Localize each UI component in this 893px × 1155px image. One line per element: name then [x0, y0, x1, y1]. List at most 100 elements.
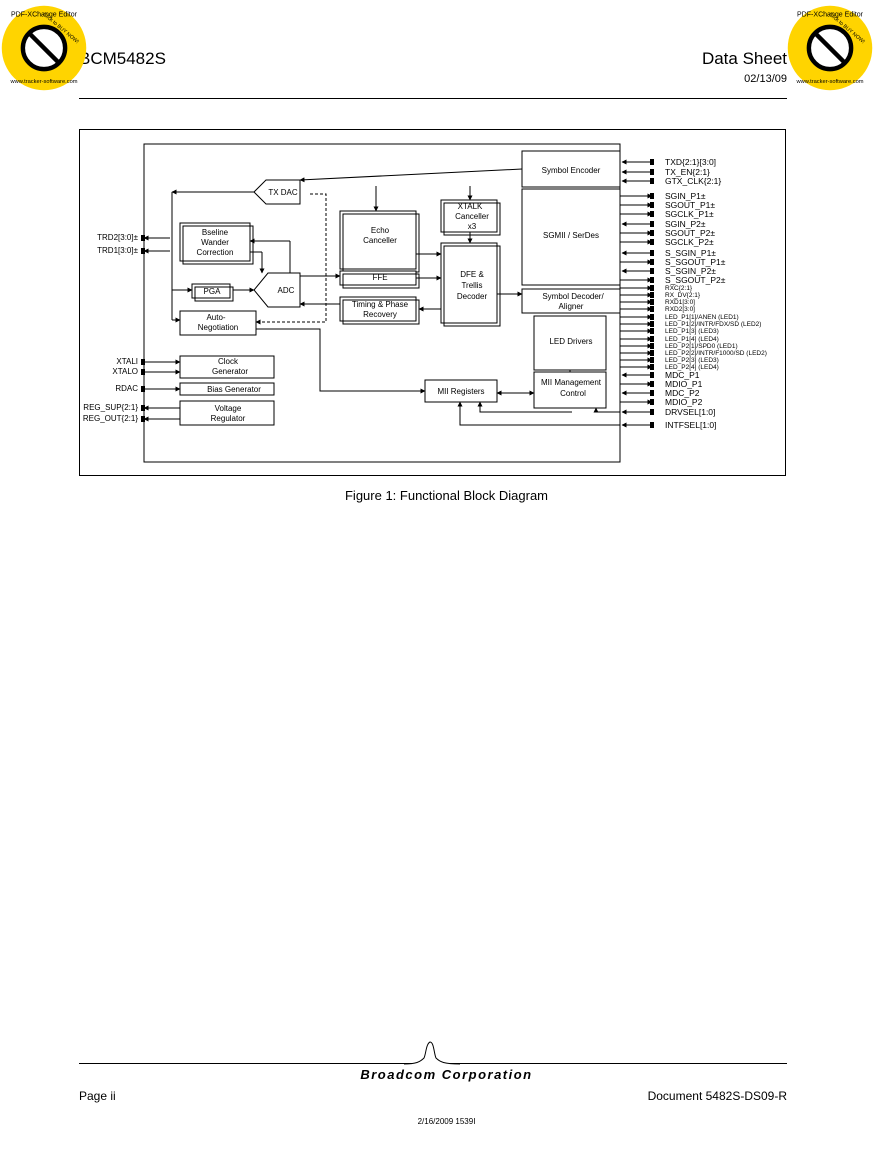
symbol-encoder-label: Symbol Encoder	[542, 166, 601, 175]
broadcom-logo-pulse	[404, 1041, 460, 1065]
xtalk-label-2: Canceller	[455, 212, 489, 221]
dfe-label-3: Decoder	[457, 292, 488, 301]
ffe-label: FFE	[372, 273, 387, 282]
timing-recovery-block	[339, 296, 417, 322]
right-pin-small-6: LED_P1[3] (LED3)	[665, 328, 719, 335]
right-pin-bottom-5: INTFSEL[1:0]	[665, 420, 717, 430]
right-pin-large-3: SGIN_P1±	[665, 191, 706, 201]
document-date: 02/13/09	[744, 73, 787, 85]
clock-label-1: Clock	[218, 357, 239, 366]
right-pin-small-1: RX_DV{2:1}	[665, 292, 701, 299]
figure-frame	[79, 129, 786, 476]
footer-page: Page ii	[79, 1089, 116, 1103]
pga-label: PGA	[204, 287, 222, 296]
sgmii-label: SGMII / SerDes	[543, 231, 599, 240]
right-pin-small-8: LED_P2[1]/SPD0 (LED1)	[665, 343, 738, 350]
right-pin-large-10: S_SGOUT_P1±	[665, 257, 726, 267]
right-pin-bottom-3: MDIO_P2	[665, 397, 703, 407]
pin-reg-out: REG_OUT{2:1}	[83, 414, 138, 423]
dfe-label-2: Trellis	[461, 281, 482, 290]
bias-label: Bias Generator	[207, 385, 261, 394]
functional-block-diagram: Symbol Encoder TX DAC Echo Canceller XTA…	[83, 143, 767, 463]
badge-bottom-text: www.tracker-software.com	[795, 79, 863, 85]
footer-document-number: Document 5482S-DS09-R	[647, 1089, 787, 1103]
mii-mgmt-label-2: Control	[560, 389, 586, 398]
bseline-label-2: Wander	[201, 238, 229, 247]
echo-label-1: Echo	[371, 226, 390, 235]
buy-now-badge-left[interactable]: PDF-XChange Editor www.tracker-software.…	[0, 4, 88, 92]
tx-dac-label: TX DAC	[268, 188, 298, 197]
badge-top-text: PDF-XChange Editor	[797, 11, 864, 18]
mii-management-block	[533, 371, 607, 409]
voltage-label-1: Voltage	[215, 404, 242, 413]
right-pin-small-7: LED_P1[4] (LED4)	[665, 336, 719, 343]
voltage-regulator-block	[179, 400, 275, 426]
clock-generator-block	[179, 355, 275, 379]
right-pin-small-0: RXC{2:1}	[665, 285, 693, 292]
right-pin-large-9: S_SGIN_P1±	[665, 248, 716, 258]
mii-registers-label: MII Registers	[437, 387, 484, 396]
right-pin-large-2: GTX_CLK{2:1}	[665, 176, 721, 186]
mii-mgmt-label-1: MII Management	[541, 378, 602, 387]
right-pin-bottom-4: DRVSEL[1:0]	[665, 407, 715, 417]
right-pin-large-8: SGCLK_P2±	[665, 237, 714, 247]
footer-brand: Broadcom Corporation	[360, 1067, 533, 1082]
right-pin-small-3: RXD2[3:0]	[665, 306, 695, 313]
header-rule	[79, 98, 787, 99]
right-pin-small-5: LED_P1[2]/INTR/FDX/SD (LED2)	[665, 321, 761, 328]
right-pin-small-4: LED_P1[1]/ANEN (LED1)	[665, 314, 739, 321]
right-pin-small-11: LED_P2[4] (LED4)	[665, 364, 719, 371]
badge-top-text: PDF-XChange Editor	[11, 11, 78, 18]
xtalk-canceller-block	[440, 199, 498, 233]
right-pin-large-11: S_SGIN_P2±	[665, 266, 716, 276]
auto-neg-label-2: Negotiation	[198, 323, 238, 332]
pin-trd2: TRD2[3:0]±	[97, 233, 138, 242]
pin-xtali: XTALI	[116, 357, 138, 366]
footer-print-stamp: 2/16/2009 1539I	[417, 1117, 476, 1126]
right-pin-large-12: S_SGOUT_P2±	[665, 275, 726, 285]
figure-caption: Figure 1: Functional Block Diagram	[344, 488, 549, 503]
tx-dac-block	[253, 179, 301, 205]
adc-block	[253, 272, 301, 308]
right-pin-large-5: SGCLK_P1±	[665, 209, 714, 219]
bseline-label-3: Correction	[197, 248, 234, 257]
sgmii-serdes-block	[521, 188, 621, 286]
pin-reg-sup: REG_SUP{2:1}	[83, 403, 138, 412]
right-pin-small-10: LED_P2[3] (LED3)	[665, 357, 719, 364]
echo-canceller-block	[339, 210, 417, 270]
echo-label-2: Canceller	[363, 236, 397, 245]
buy-now-badge-right[interactable]: PDF-XChange Editor www.tracker-software.…	[786, 4, 874, 92]
right-pin-bottom-2: MDC_P2	[665, 388, 700, 398]
right-pin-bottom-1: MDIO_P1	[665, 379, 703, 389]
document-title: BCM5482S	[79, 49, 166, 68]
symbol-decoder-label-2: Aligner	[559, 302, 584, 311]
clock-label-2: Generator	[212, 367, 248, 376]
right-pin-bottom-0: MDC_P1	[665, 370, 700, 380]
right-pin-large-7: SGOUT_P2±	[665, 228, 715, 238]
led-drivers-label: LED Drivers	[549, 337, 592, 346]
xtalk-label-3: x3	[468, 222, 477, 231]
baseline-wander-block	[179, 222, 251, 262]
voltage-label-2: Regulator	[211, 414, 246, 423]
led-drivers-block	[533, 315, 607, 371]
document-type: Data Sheet	[701, 49, 787, 68]
right-pin-small-2: RXD1[3:0]	[665, 299, 695, 306]
symbol-decoder-label-1: Symbol Decoder/	[542, 292, 604, 301]
badge-bottom-text: www.tracker-software.com	[9, 79, 77, 85]
adc-label: ADC	[278, 286, 295, 295]
right-pin-large-6: SGIN_P2±	[665, 219, 706, 229]
auto-neg-label-1: Auto-	[206, 313, 225, 322]
right-pin-large-1: TX_EN{2:1}	[665, 167, 710, 177]
auto-negotiation-block	[179, 310, 257, 336]
right-pin-small-9: LED_P2[2]/INTR/F1000/SD (LED2)	[665, 350, 767, 357]
symbol-encoder-block	[521, 150, 621, 188]
timing-label-1: Timing & Phase	[352, 300, 409, 309]
symbol-decoder-block	[521, 288, 621, 314]
pin-xtalo: XTALO	[112, 367, 138, 376]
bseline-label-1: Bseline	[202, 228, 229, 237]
right-pin-large-0: TXD{2:1}[3:0]	[665, 157, 716, 167]
xtalk-label-1: XTALK	[458, 202, 483, 211]
timing-label-2: Recovery	[363, 310, 397, 319]
right-pin-large-4: SGOUT_P1±	[665, 200, 715, 210]
dfe-label-1: DFE &	[460, 270, 484, 279]
